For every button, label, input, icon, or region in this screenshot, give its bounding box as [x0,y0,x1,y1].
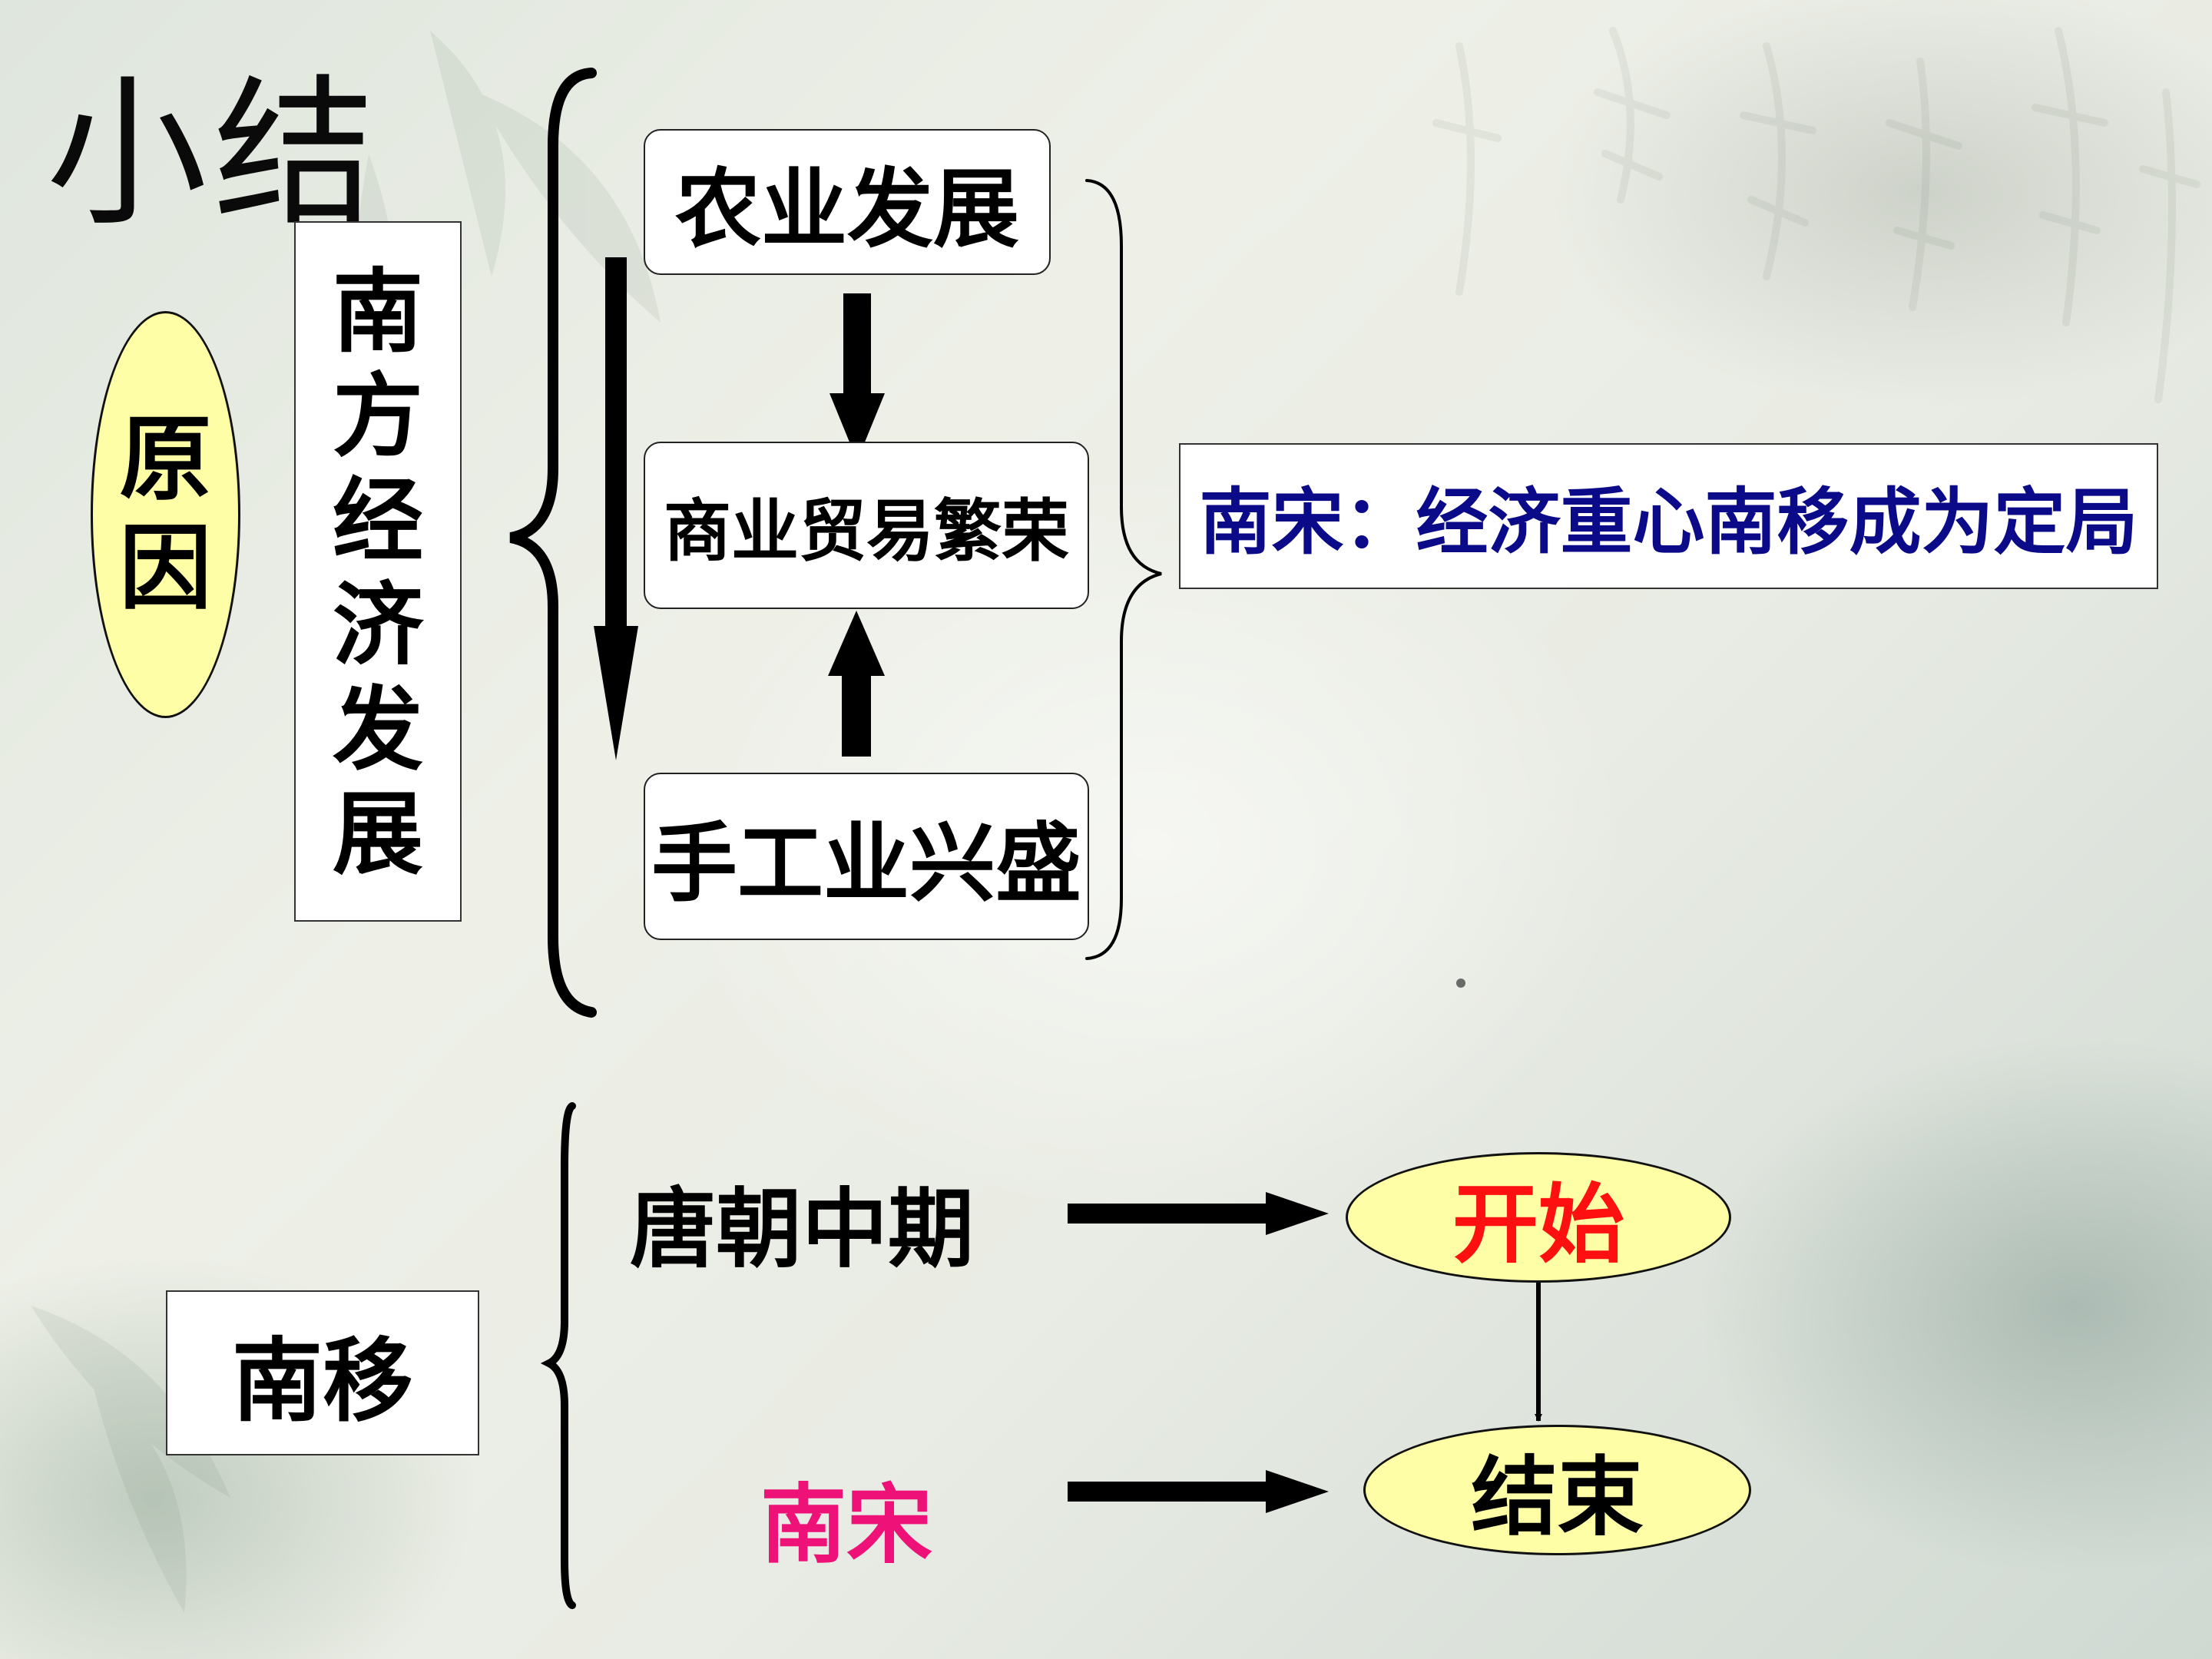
end-ellipse: 结束 [1363,1425,1751,1555]
commerce-box: 商业贸易繁荣 [644,442,1089,609]
arrow-agri-to-commerce [830,293,885,461]
left-brace-2 [540,1102,576,1609]
result-box: 南宋：经济重心南移成为定局 [1179,443,2158,589]
agriculture-box: 农业发展 [644,129,1051,275]
left-brace [509,68,597,1018]
southern-song-label: 南宋 [760,1475,932,1575]
slide-title: 小结 [46,60,382,248]
south-economy-label: 南方经济发展 [332,259,423,887]
south-economy-box: 南方经济发展 [294,221,462,922]
reason-label: 原因 [119,406,212,622]
start-ellipse: 开始 [1346,1152,1731,1283]
south-shift-box: 南移 [166,1290,479,1455]
arrow-midtang-to-start [1068,1192,1329,1235]
mid-tang-label: 唐朝中期 [630,1180,974,1280]
handicraft-box: 手工业兴盛 [644,773,1089,940]
arrow-song-to-end [1068,1470,1329,1513]
arrow-handicraft-to-commerce [828,611,885,757]
reason-ellipse: 原因 [91,311,240,718]
right-brace [1085,179,1162,960]
long-down-arrow [594,257,638,760]
